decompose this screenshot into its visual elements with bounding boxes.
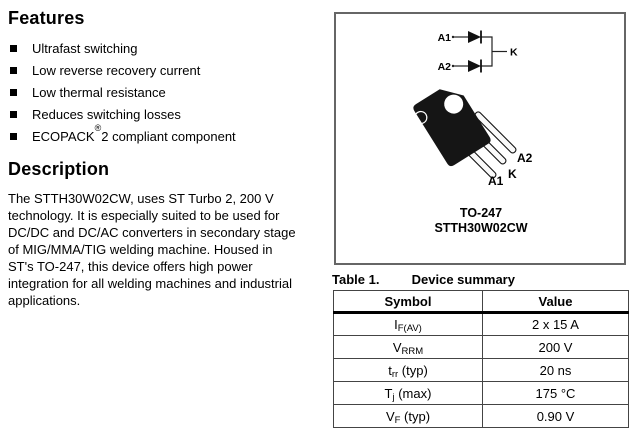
pin-a1-label: A1 (488, 174, 504, 188)
value-cell: 0.90 V (482, 404, 629, 428)
diode-symbol-a1 (468, 31, 481, 43)
left-column: Features Ultrafast switching Low reverse… (8, 8, 332, 309)
table-row: VRRM 200 V (333, 335, 629, 359)
symbol-cell: Tj (max) (333, 381, 483, 405)
node-dot (451, 35, 455, 39)
package-name: TO-247 (460, 206, 502, 220)
feature-label: Low thermal resistance (32, 84, 166, 100)
symbol-cell: VRRM (333, 335, 483, 359)
symbol-column-header: Symbol (333, 290, 483, 314)
schematic-a2-label: A2 (438, 61, 452, 73)
table-caption-label: Table 1. (332, 272, 380, 287)
features-list: Ultrafast switching Low reverse recovery… (8, 37, 332, 147)
table-row: Tj (max) 175 °C (333, 381, 629, 405)
table-caption: Table 1. Device summary (332, 272, 515, 287)
feature-item: Ultrafast switching (8, 37, 332, 59)
table-row: IF(AV) 2 x 15 A (333, 312, 629, 336)
bullet-square-icon (10, 44, 17, 52)
schematic-k-label: K (510, 47, 518, 59)
symbol-cell: VF (typ) (333, 404, 483, 428)
value-cell: 2 x 15 A (482, 312, 629, 336)
schematic-a1-label: A1 (438, 32, 452, 44)
feature-label: Ultrafast switching (32, 40, 138, 56)
table-header-row: Symbol Value (333, 290, 629, 314)
mounting-hole (444, 94, 464, 114)
feature-label: Reduces switching losses (32, 106, 181, 122)
feature-item: Low reverse recovery current (8, 59, 332, 81)
symbol-cell: IF(AV) (333, 312, 483, 336)
package-diagram-box: A1 A2 K A2 K A1 (334, 12, 626, 265)
bullet-square-icon (10, 88, 17, 96)
symbol-cell: trr (typ) (333, 358, 483, 382)
description-title: Description (8, 159, 110, 179)
value-cell: 175 °C (482, 381, 629, 405)
bullet-square-icon (10, 110, 17, 118)
part-number: STTH30W02CW (434, 221, 527, 235)
value-cell: 200 V (482, 335, 629, 359)
package-pin-a2 (474, 111, 517, 154)
pin-k-label: K (508, 167, 517, 181)
value-column-header: Value (482, 290, 629, 314)
feature-item: Reduces switching losses (8, 103, 332, 125)
to247-package-drawing: A2 K A1 (413, 89, 533, 188)
value-cell: 20 ns (482, 358, 629, 382)
pin-a2-label: A2 (517, 151, 533, 165)
features-title: Features (8, 8, 85, 28)
node-dot (451, 64, 455, 68)
feature-item: Low thermal resistance (8, 81, 332, 103)
diode-schematic: A1 A2 K (438, 30, 518, 73)
corner-notch (414, 110, 428, 125)
diode-symbol-a2 (468, 60, 481, 72)
device-summary-table: Symbol Value IF(AV) 2 x 15 A VRRM 200 V … (333, 290, 629, 428)
bullet-square-icon (10, 66, 17, 74)
package-diagram: A1 A2 K A2 K A1 (413, 30, 533, 235)
description-text: The STTH30W02CW, uses ST Turbo 2, 200 V … (8, 191, 296, 308)
feature-label: ECOPACK®2 compliant component (32, 123, 236, 144)
feature-label: Low reverse recovery current (32, 62, 201, 78)
table-row: trr (typ) 20 ns (333, 358, 629, 382)
package-body (413, 89, 491, 167)
table-caption-title: Device summary (411, 272, 515, 287)
bullet-square-icon (10, 132, 17, 140)
feature-item: ECOPACK®2 compliant component (8, 123, 332, 147)
table-row: VF (typ) 0.90 V (333, 404, 629, 428)
